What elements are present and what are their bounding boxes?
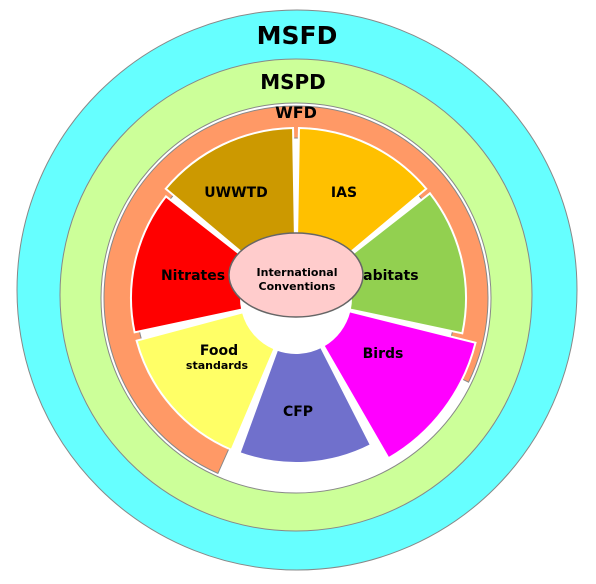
segment-ias-label: IAS	[331, 185, 357, 201]
segment-cfp	[238, 345, 373, 464]
segment-food-sublabel: standards	[186, 359, 249, 372]
segment-nitrates-label: Nitrates	[161, 268, 225, 284]
segment-habitats-label: Habitats	[351, 268, 418, 284]
segment-food	[135, 311, 276, 452]
segment-birds-label: Birds	[363, 346, 404, 362]
wfd-label: WFD	[275, 103, 317, 122]
international-conventions-ellipse	[228, 232, 364, 318]
center-label-line2: Conventions	[259, 280, 336, 293]
msfd-label: MSFD	[257, 21, 338, 50]
segment-uwwtd-label: UWWTD	[204, 185, 267, 201]
segment-cfp-label: CFP	[283, 404, 313, 420]
segment-birds	[322, 310, 477, 460]
center-label-line1: International	[257, 266, 338, 279]
mspd-label: MSPD	[260, 70, 326, 94]
segment-food-label: Food	[200, 343, 238, 359]
